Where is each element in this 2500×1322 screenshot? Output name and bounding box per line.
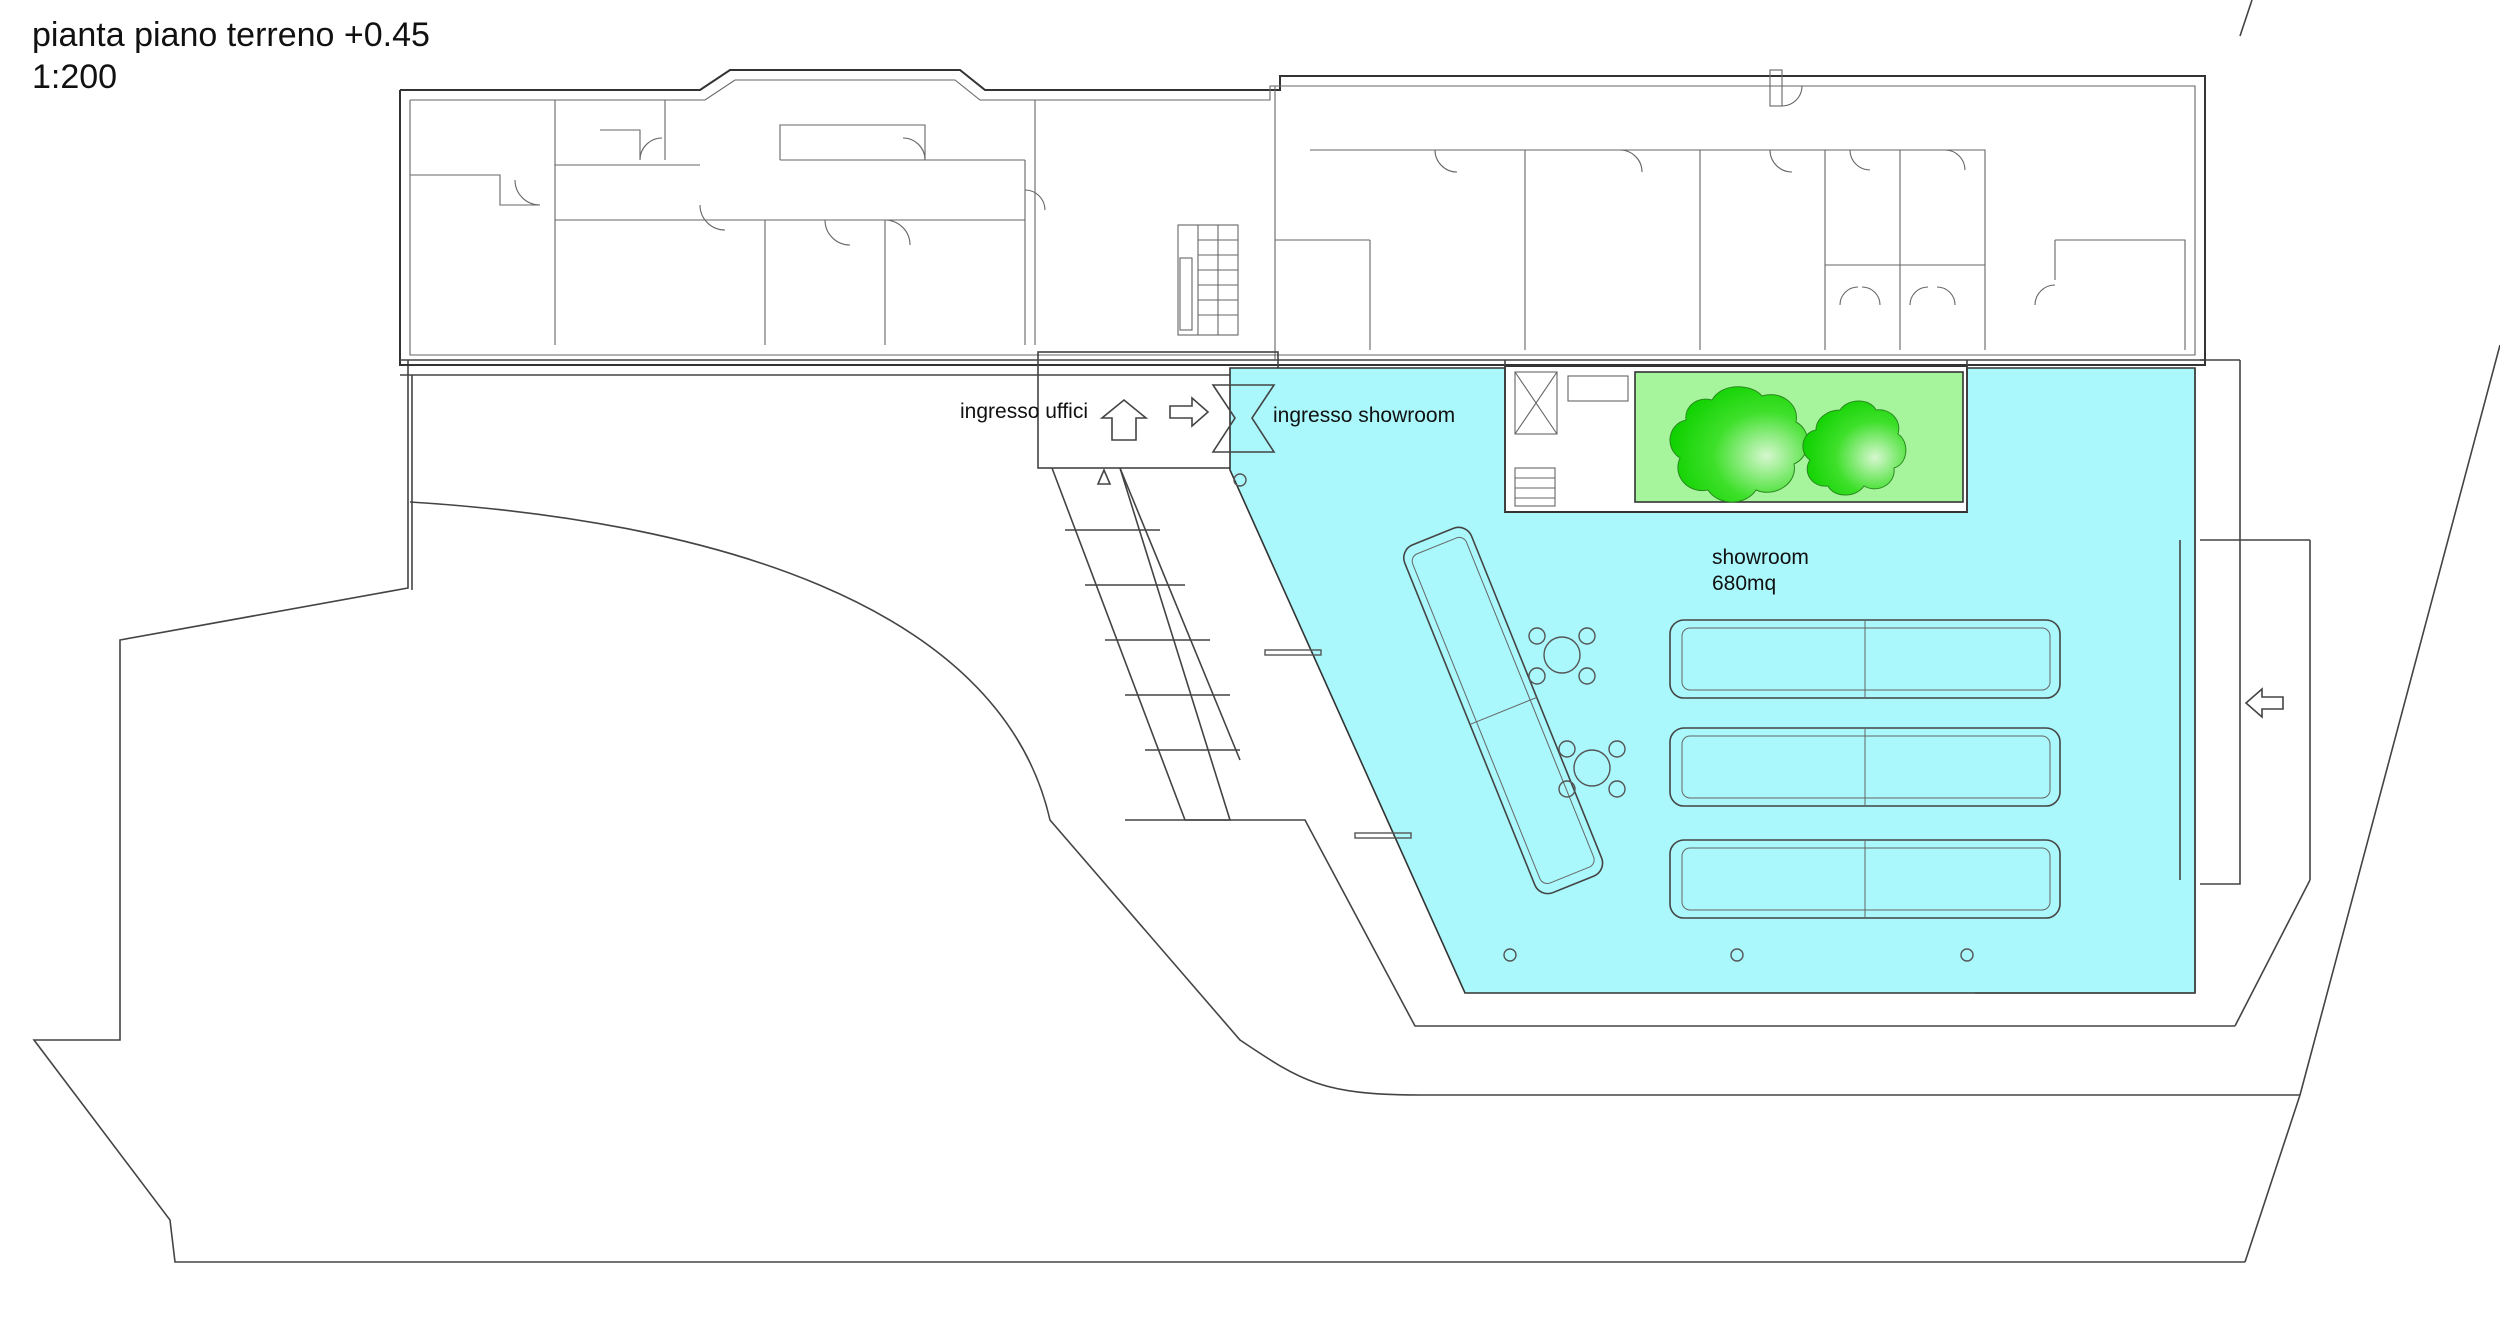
bus-icon bbox=[1402, 526, 1604, 895]
arrow-left-icon bbox=[2244, 687, 2284, 719]
tree-icon bbox=[1802, 400, 1907, 496]
entrance-area bbox=[1037, 351, 1279, 821]
table-icon bbox=[1558, 740, 1626, 798]
label-showroom-area: 680mq bbox=[1712, 572, 1776, 595]
arrow-up-small-icon bbox=[1096, 467, 1112, 485]
bus-icon bbox=[1669, 619, 2061, 699]
arrow-up-icon bbox=[1099, 398, 1149, 441]
arrow-right-icon bbox=[1169, 396, 1210, 428]
showroom-facade bbox=[1975, 368, 2196, 994]
label-showroom: showroom bbox=[1712, 546, 1809, 569]
site-boundary bbox=[32, 0, 2500, 1263]
column-marks bbox=[1233, 473, 1974, 962]
office-building bbox=[399, 69, 2206, 590]
revolving-door-icon bbox=[1211, 384, 1276, 453]
bus-icon bbox=[1669, 727, 2061, 807]
bus-icon bbox=[1669, 839, 2061, 919]
tree-icon bbox=[1669, 386, 1809, 503]
label-ingresso-showroom: ingresso showroom bbox=[1273, 404, 1455, 427]
plan-scale: 1:200 bbox=[32, 58, 118, 96]
drawing-title: pianta piano terreno +0.45 1:200 bbox=[32, 14, 430, 98]
label-ingresso-uffici: ingresso uffici bbox=[960, 400, 1088, 423]
plan-title: pianta piano terreno +0.45 bbox=[32, 16, 430, 54]
table-icon bbox=[1528, 627, 1596, 685]
